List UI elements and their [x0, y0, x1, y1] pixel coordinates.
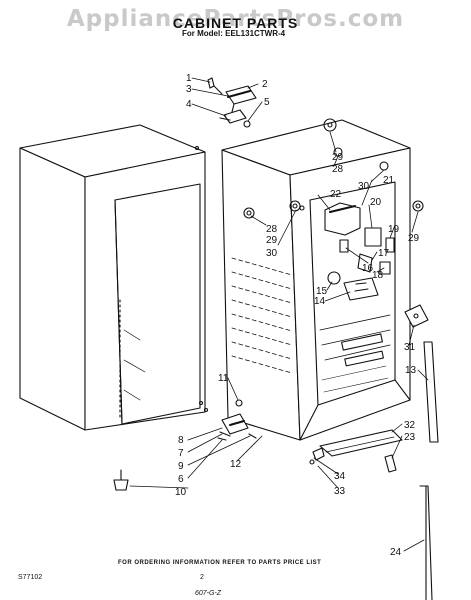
- callout-13: 13: [405, 365, 417, 376]
- top-hinge-assembly: [207, 77, 257, 128]
- screws-and-bushings: [243, 118, 429, 328]
- callout-31: 31: [404, 342, 416, 353]
- callout-6: 6: [178, 474, 184, 485]
- callout-10: 10: [175, 487, 187, 498]
- callout-labels: 1 2 3 4 5 29 28 30 21 22 20 28 29 30 29 …: [175, 73, 420, 558]
- callout-20: 20: [370, 197, 382, 208]
- callout-9: 9: [178, 461, 184, 472]
- callout-19: 19: [388, 224, 400, 235]
- callout-24: 24: [390, 547, 402, 558]
- control-assembly: [324, 202, 395, 301]
- trim-and-kickplate: [309, 341, 439, 600]
- callout-4: 4: [186, 99, 192, 110]
- callout-12: 12: [230, 459, 242, 470]
- callout-22: 22: [330, 189, 342, 200]
- callout-33: 33: [334, 486, 346, 497]
- callout-18: 18: [372, 270, 384, 281]
- callout-30-top: 30: [358, 181, 370, 192]
- callout-32: 32: [404, 420, 416, 431]
- callout-29-right: 29: [408, 233, 420, 244]
- leader-lines: [129, 77, 429, 552]
- page-number: 2: [200, 574, 204, 581]
- callout-30-left: 30: [266, 248, 278, 259]
- document-code: S77102: [18, 574, 43, 581]
- callout-28-top: 28: [332, 164, 344, 175]
- callout-7: 7: [178, 448, 184, 459]
- callout-34: 34: [334, 471, 346, 482]
- outer-cabinet-shell: [19, 124, 209, 431]
- callout-14: 14: [314, 296, 326, 307]
- model-number: For Model: EEL131CTWR-4: [182, 29, 286, 38]
- diagram-title: CABINET PARTS: [172, 15, 299, 31]
- callout-23: 23: [404, 432, 416, 443]
- callout-3: 3: [186, 84, 192, 95]
- ordering-info: FOR ORDERING INFORMATION REFER TO PARTS …: [118, 560, 322, 566]
- callout-1: 1: [186, 73, 192, 84]
- callout-15: 15: [316, 286, 328, 297]
- callout-8: 8: [178, 435, 184, 446]
- revision-mark: 607-G-Z: [195, 590, 222, 597]
- callout-16: 16: [362, 263, 374, 274]
- bottom-hinge-assembly: [113, 399, 257, 491]
- callout-28-left: 28: [266, 224, 278, 235]
- callout-5: 5: [264, 97, 270, 108]
- callout-17: 17: [378, 248, 390, 259]
- callout-11: 11: [218, 373, 229, 384]
- callout-21: 21: [383, 175, 395, 186]
- callout-29-left: 29: [266, 235, 278, 246]
- callout-2: 2: [262, 79, 268, 90]
- callout-29-top: 29: [332, 152, 344, 163]
- watermark: AppliancePartsPros.com: [66, 6, 405, 32]
